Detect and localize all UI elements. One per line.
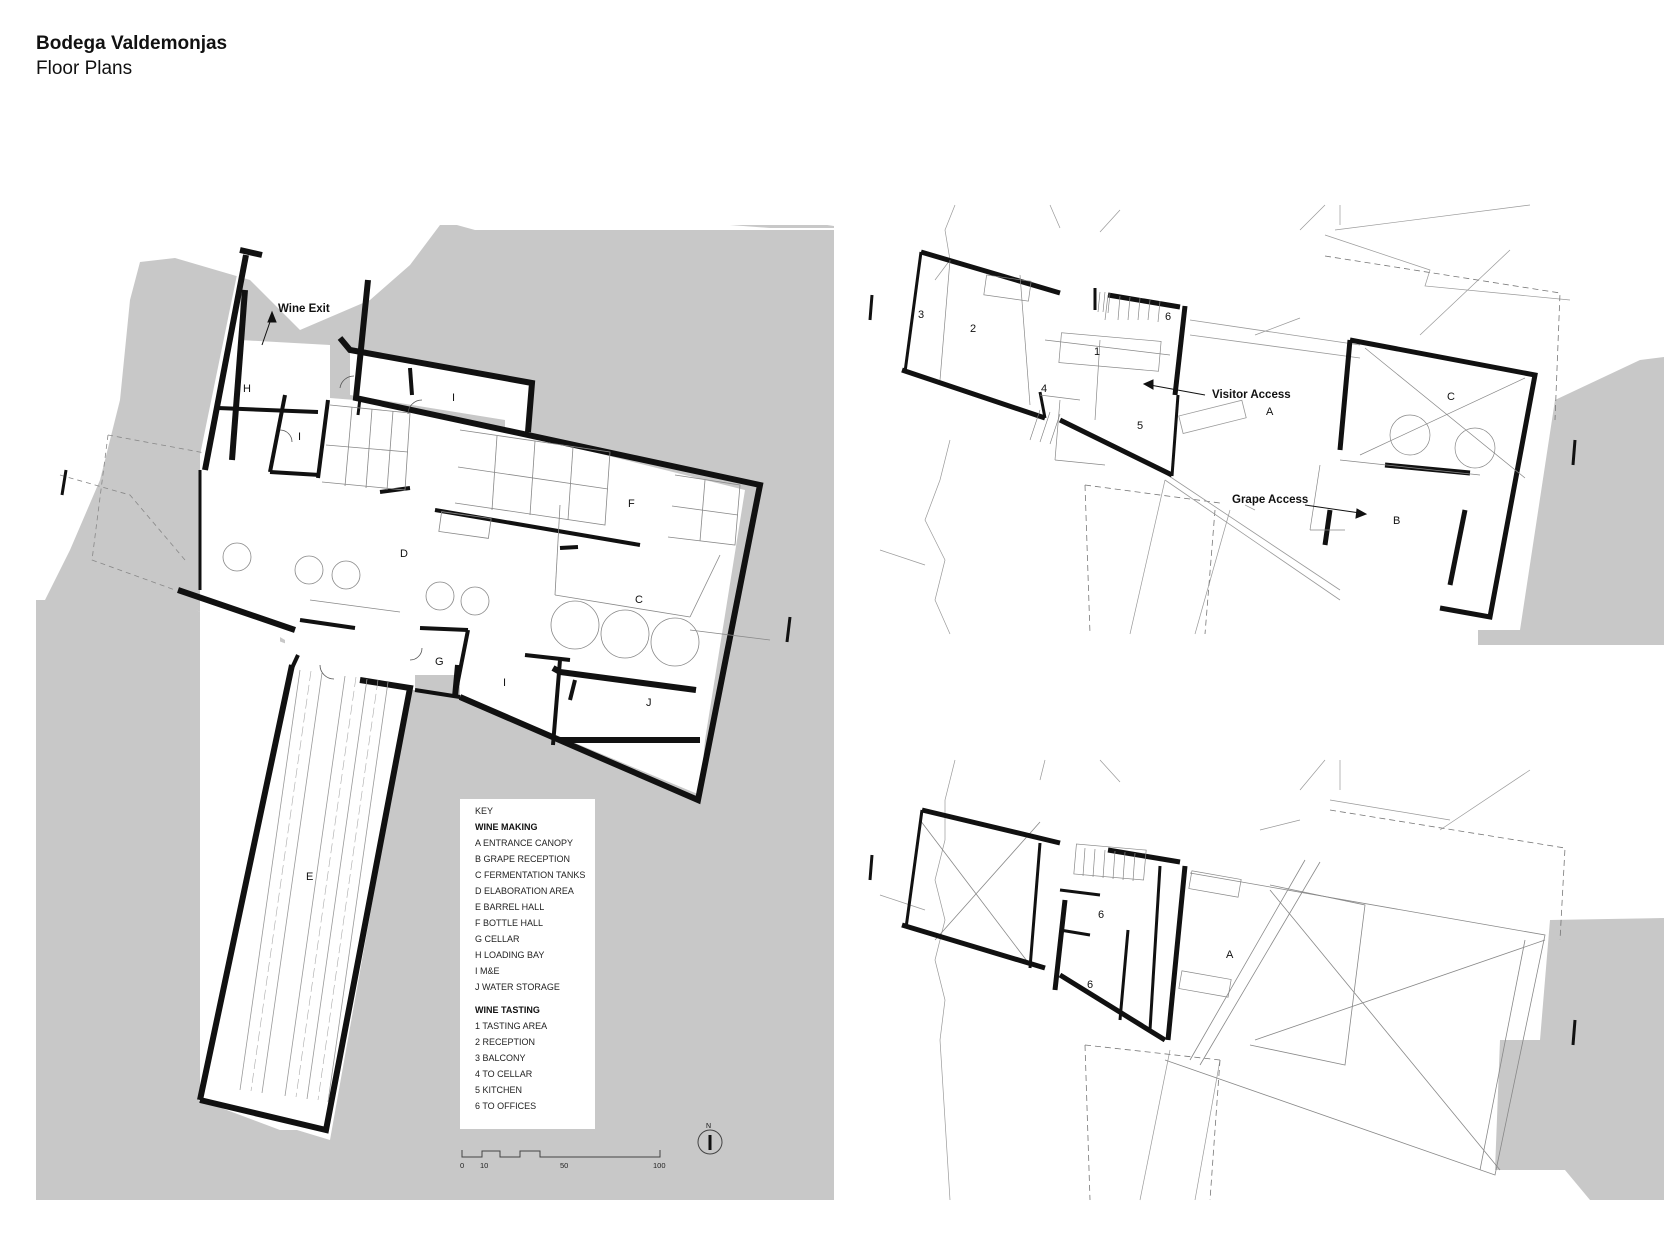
label-h: H	[243, 383, 251, 395]
ground-fill-top-right	[1478, 357, 1664, 645]
key-item: D ELABORATION AREA	[475, 886, 574, 896]
key-item: 6 TO OFFICES	[475, 1101, 537, 1111]
label-6-top: 6	[1165, 311, 1171, 323]
key-item: B GRAPE RECEPTION	[475, 854, 571, 864]
key-legend: KEY WINE MAKING A ENTRANCE CANOPY B GRAP…	[460, 799, 595, 1129]
scale-label-100: 100	[653, 1161, 666, 1170]
label-6-b: 6	[1087, 979, 1093, 991]
key-heading: KEY	[475, 806, 494, 816]
label-d: D	[400, 548, 408, 560]
label-a-top: A	[1266, 406, 1274, 418]
key-wine-making-heading: WINE MAKING	[475, 822, 538, 832]
label-4: 4	[1041, 383, 1047, 395]
sky-left	[36, 205, 834, 600]
basement-plan: Wine Exit H I I D F C G I J E	[36, 200, 834, 1200]
label-g: G	[435, 656, 444, 668]
label-5: 5	[1137, 420, 1143, 432]
label-c: C	[635, 594, 643, 606]
key-item: E BARREL HALL	[475, 902, 545, 912]
page-subtitle: Floor Plans	[36, 58, 133, 79]
upper-floor-plan: 6 6 A	[868, 759, 1664, 1201]
page-title: Bodega Valdemonjas	[36, 33, 228, 54]
scale-label-50: 50	[560, 1161, 569, 1170]
north-label: N	[706, 1123, 711, 1130]
label-1: 1	[1094, 346, 1100, 358]
label-f: F	[628, 498, 635, 510]
scale-bar	[461, 1150, 661, 1158]
label-j: J	[646, 697, 652, 709]
key-item: I M&E	[475, 966, 500, 976]
key-item: C FERMENTATION TANKS	[475, 870, 586, 880]
key-item: 4 TO CELLAR	[475, 1069, 533, 1079]
key-item: J WATER STORAGE	[475, 982, 560, 992]
ground-fill-bottom-right	[1495, 918, 1664, 1200]
label-3: 3	[918, 309, 924, 321]
north-arrow-icon: N	[697, 1123, 723, 1155]
scale-label-0: 0	[460, 1161, 465, 1170]
key-item: 5 KITCHEN	[475, 1085, 523, 1095]
ground-floor-plan: 3 2 1 6 4 5 Visitor Access A C Grape Acc…	[868, 204, 1664, 645]
key-wine-tasting-heading: WINE TASTING	[475, 1005, 540, 1015]
barrel-hall-fill	[198, 660, 410, 1140]
label-c-top: C	[1447, 391, 1455, 403]
label-i-2: I	[452, 392, 455, 404]
key-item: G CELLAR	[475, 934, 520, 944]
key-item: 3 BALCONY	[475, 1053, 526, 1063]
label-grape-access: Grape Access	[1232, 494, 1308, 506]
key-item: F BOTTLE HALL	[475, 918, 544, 928]
label-a-bottom: A	[1226, 949, 1234, 961]
key-item: 1 TASTING AREA	[475, 1021, 548, 1031]
label-2: 2	[970, 323, 976, 335]
key-item: H LOADING BAY	[475, 950, 545, 960]
key-item: A ENTRANCE CANOPY	[475, 838, 574, 848]
scale-label-10: 10	[480, 1161, 489, 1170]
label-e: E	[306, 871, 313, 883]
label-b: B	[1393, 515, 1400, 527]
key-item: 2 RECEPTION	[475, 1037, 536, 1047]
label-6-a: 6	[1098, 909, 1104, 921]
label-visitor-access: Visitor Access	[1212, 389, 1291, 401]
label-i-3: I	[503, 677, 506, 689]
label-wine-exit: Wine Exit	[278, 303, 330, 315]
label-i-1: I	[298, 431, 301, 443]
